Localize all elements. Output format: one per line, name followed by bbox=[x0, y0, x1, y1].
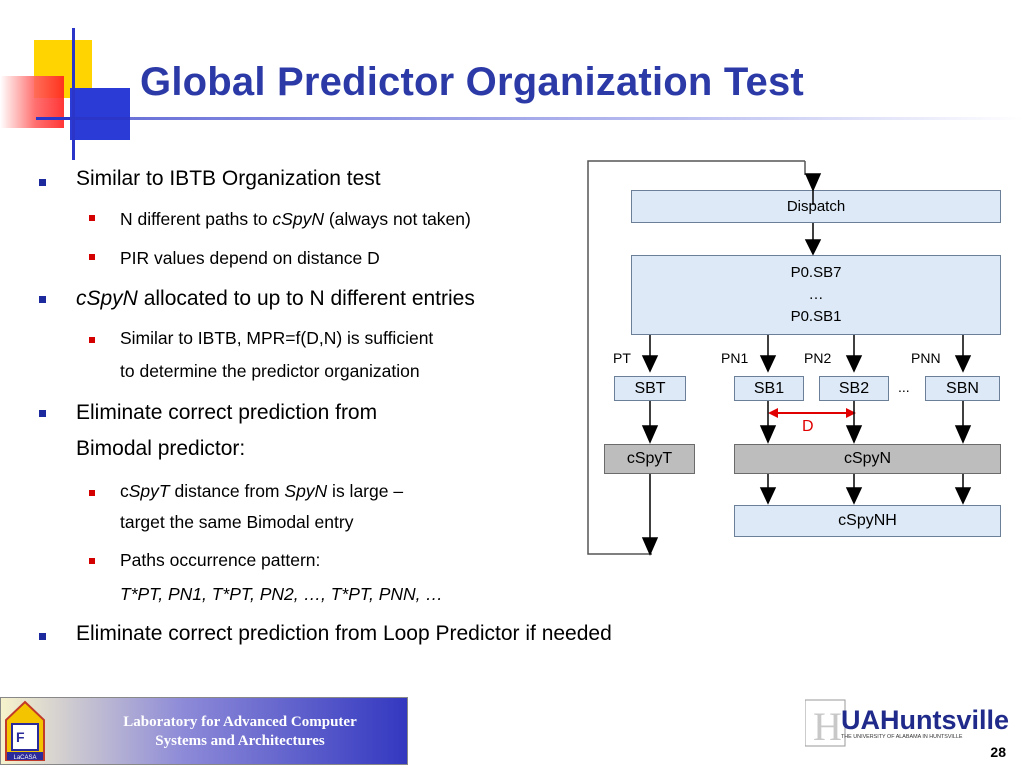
distance-label: D bbox=[802, 418, 814, 435]
dispatch-box: Dispatch bbox=[631, 190, 1001, 223]
decor-horizontal-line bbox=[36, 117, 146, 120]
arrow-sb2-cspyn-head bbox=[845, 425, 863, 444]
bullet-item: Similar to IBTB Organization test bbox=[76, 167, 381, 190]
diagram-connectors bbox=[587, 160, 806, 555]
arrow-cspyn-nh-2-head bbox=[845, 487, 863, 505]
arrow-pnn-head bbox=[954, 355, 972, 373]
cspyn-box: cSpyN bbox=[734, 444, 1001, 474]
decor-vertical-line bbox=[72, 28, 75, 160]
bullet-item-line2: Bimodal predictor: bbox=[76, 437, 246, 460]
uah-logo-text: UAHuntsville bbox=[841, 705, 1009, 735]
sb1-box: SB1 bbox=[734, 376, 804, 401]
italic-text: SpyN bbox=[284, 481, 328, 501]
sub-bullet-item: cSpyT distance from SpyN is large – bbox=[120, 480, 403, 502]
sbt-box: SBT bbox=[614, 376, 686, 401]
distance-arrow bbox=[768, 408, 856, 418]
arrow-dispatch-p0-head bbox=[804, 239, 822, 256]
p0-stack-box: P0.SB7 … P0.SB1 bbox=[631, 255, 1001, 335]
footer-banner bbox=[0, 697, 408, 765]
arrow-pn1-head bbox=[759, 355, 777, 373]
bullet-item: cSpyN allocated to up to N different ent… bbox=[76, 286, 475, 312]
lab-name: Laboratory for Advanced Computer Systems… bbox=[80, 713, 400, 751]
uah-tagline: THE UNIVERSITY OF ALABAMA IN HUNTSVILLE bbox=[841, 734, 963, 740]
italic-text: cSpyN bbox=[76, 287, 138, 310]
cspyt-box: cSpyT bbox=[604, 444, 695, 474]
lab-name-line1: Laboratory for Advanced Computer bbox=[123, 714, 357, 730]
decor-blue-square bbox=[70, 88, 130, 140]
sub-bullet-marker bbox=[89, 254, 95, 260]
arrow-cspyn-nh-3-head bbox=[954, 487, 972, 505]
sub-bullet-item-line2: T*PT, PN1, T*PT, PN2, …, T*PT, PNN, … bbox=[120, 584, 443, 604]
arrow-cspyt-down-head bbox=[641, 537, 659, 556]
label-pn2: PN2 bbox=[804, 350, 832, 366]
page-number: 28 bbox=[990, 744, 1006, 760]
decor-red-square bbox=[0, 76, 64, 128]
arrow-into-dispatch-head bbox=[804, 173, 822, 192]
sub-bullet-item-line2: to determine the predictor organization bbox=[120, 361, 420, 381]
diagram-arrows bbox=[641, 173, 972, 556]
lab-name-line2: Systems and Architectures bbox=[155, 733, 325, 749]
lacasa-logo-text: LaCASA bbox=[13, 755, 36, 761]
bullet-item: Eliminate correct prediction from Loop P… bbox=[76, 622, 612, 645]
distance-arrowhead-right bbox=[846, 408, 856, 418]
p0-top-label: P0.SB7 bbox=[790, 264, 842, 281]
p0-bottom-label: P0.SB1 bbox=[790, 308, 842, 325]
svg-text:F: F bbox=[16, 729, 25, 745]
label-pt: PT bbox=[613, 350, 631, 366]
sub-bullet-marker bbox=[89, 490, 95, 496]
arrow-sbn-cspyn-head bbox=[954, 425, 972, 444]
text-span: distance from bbox=[169, 481, 285, 501]
sb2-box: SB2 bbox=[819, 376, 889, 401]
italic-text: cSpyN bbox=[272, 209, 324, 229]
sub-bullet-marker bbox=[89, 558, 95, 564]
sub-bullet-item-line2: target the same Bimodal entry bbox=[120, 512, 354, 532]
p0-dots-label: … bbox=[808, 286, 824, 303]
text-span: (always not taken) bbox=[323, 209, 471, 229]
cspynh-box: cSpyNH bbox=[734, 505, 1001, 537]
text-span: c bbox=[120, 481, 129, 501]
arrow-pn2-head bbox=[845, 355, 863, 373]
label-pn1: PN1 bbox=[721, 350, 749, 366]
arrow-sbt-cspyt-head bbox=[641, 425, 659, 444]
sub-bullet-marker bbox=[89, 337, 95, 343]
text-span: N different paths to bbox=[120, 209, 273, 229]
text-span: allocated to up to N different entries bbox=[137, 287, 475, 310]
sub-bullet-item: Paths occurrence pattern: bbox=[120, 550, 321, 570]
bullet-marker bbox=[39, 410, 46, 417]
title-underline bbox=[130, 117, 1024, 120]
sub-bullet-item: N different paths to cSpyN (always not t… bbox=[120, 208, 471, 230]
lacasa-logo-icon: F LaCASA bbox=[5, 700, 45, 761]
sub-bullet-marker bbox=[89, 215, 95, 221]
italic-text: SpyT bbox=[128, 481, 170, 501]
bullet-item: Eliminate correct prediction from bbox=[76, 401, 378, 424]
bullet-marker bbox=[39, 296, 46, 303]
sbn-box: SBN bbox=[925, 376, 1000, 401]
bullet-marker bbox=[39, 633, 46, 640]
loop-back-line bbox=[587, 160, 805, 555]
label-pnn: PNN bbox=[911, 350, 941, 366]
distance-arrowhead-left bbox=[768, 408, 778, 418]
slide-title: Global Predictor Organization Test bbox=[140, 60, 804, 104]
sb-ellipsis: ... bbox=[898, 379, 910, 395]
uah-logo-icon: H UAHuntsville THE UNIVERSITY OF ALABAMA… bbox=[805, 699, 1009, 749]
arrow-pt-head bbox=[641, 355, 659, 373]
sub-bullet-item: PIR values depend on distance D bbox=[120, 248, 380, 268]
bullet-marker bbox=[39, 179, 46, 186]
svg-text:H: H bbox=[813, 704, 842, 749]
arrow-cspyn-nh-1-head bbox=[759, 487, 777, 505]
text-span: is large – bbox=[327, 481, 404, 501]
sub-bullet-item: Similar to IBTB, MPR=f(D,N) is sufficien… bbox=[120, 328, 434, 348]
arrow-sb1-cspyn-head bbox=[759, 425, 777, 444]
